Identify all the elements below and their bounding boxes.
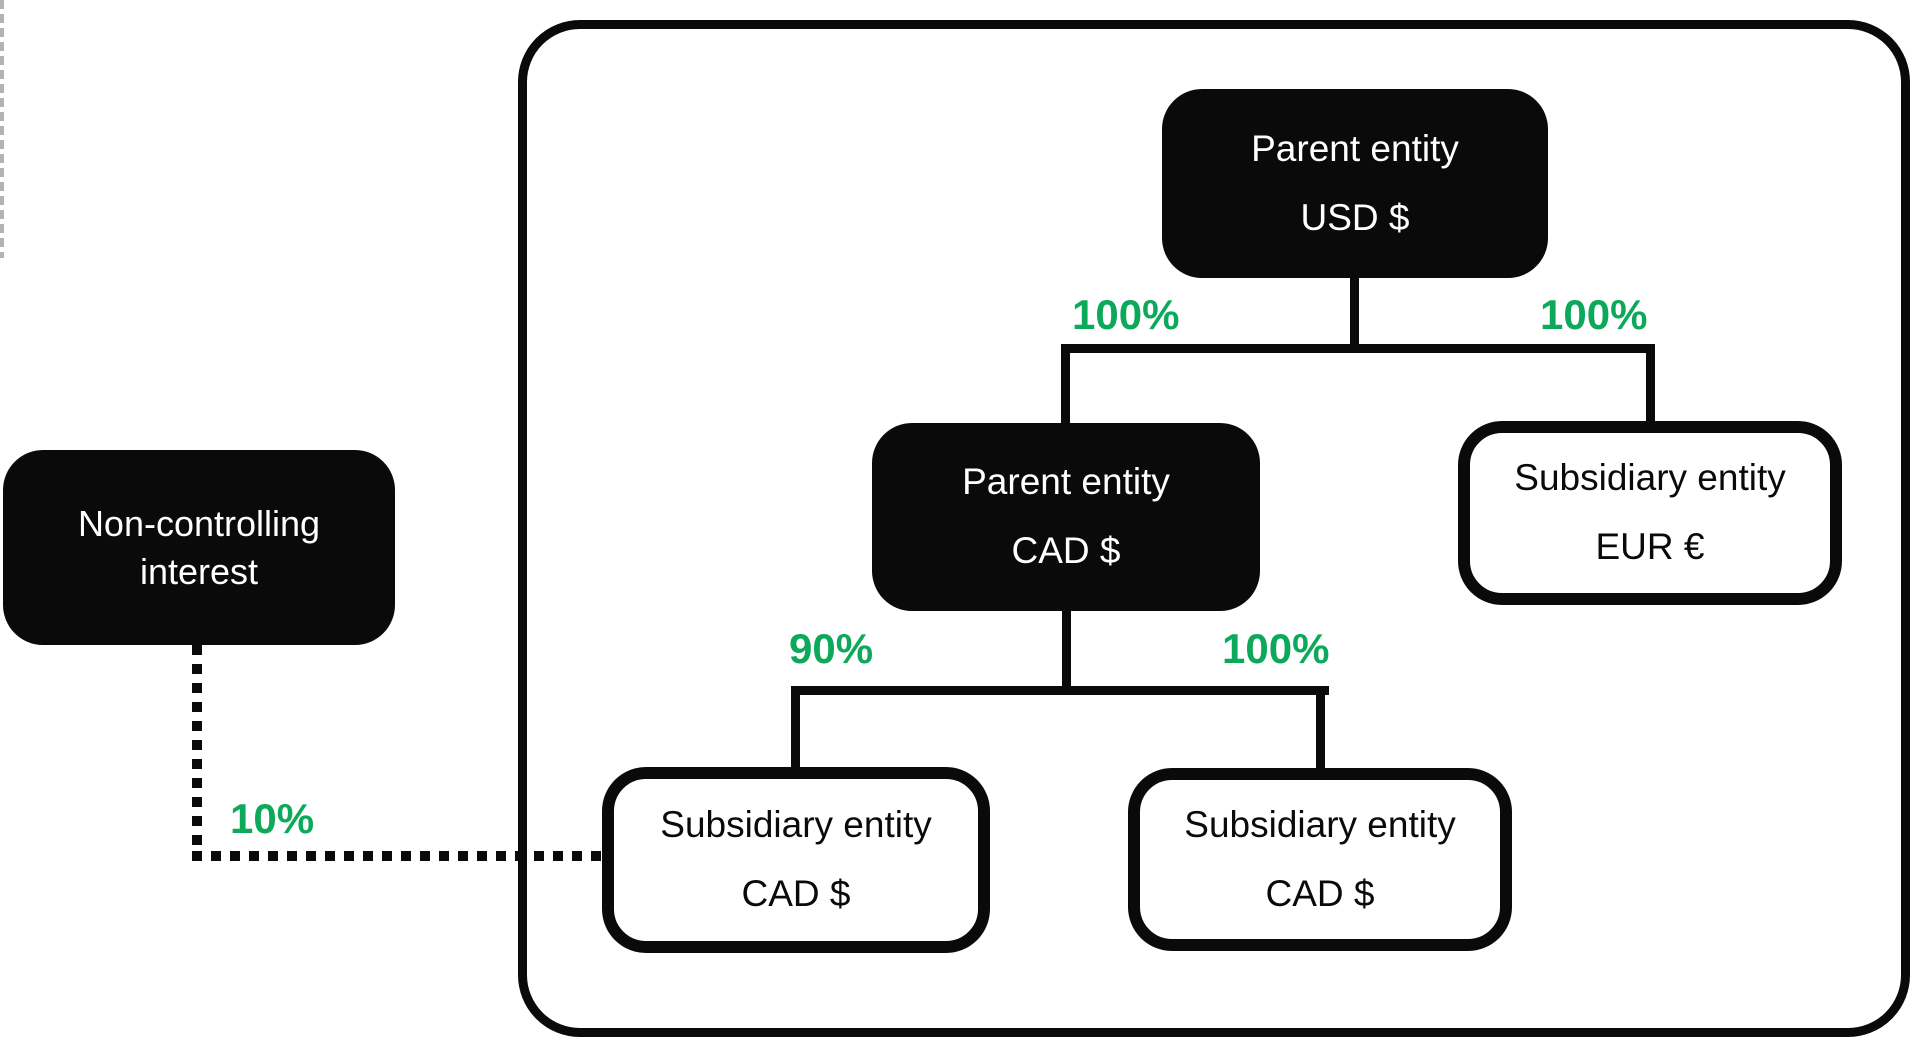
connector-drop-to-sub-eur xyxy=(1646,344,1655,426)
node-currency: EUR € xyxy=(1595,526,1705,567)
node-title-line2: interest xyxy=(139,550,259,592)
node-currency: USD $ xyxy=(1300,196,1410,238)
ownership-label-cad-to-sub-left: 90% xyxy=(789,625,874,672)
connector-drop-to-sub-cad-left xyxy=(791,686,800,772)
node-title: Subsidiary entity xyxy=(1514,457,1786,499)
node-currency: CAD $ xyxy=(741,873,851,914)
ownership-label-nci: 10% xyxy=(230,795,315,842)
node-subsidiary-entity-cad-left: Subsidiary entity CAD $ xyxy=(602,767,990,953)
connector-mid-tee-bar xyxy=(791,686,1329,695)
connector-drop-to-sub-cad-right xyxy=(1316,686,1325,772)
nci-dotted-connector-vertical xyxy=(192,645,202,860)
node-title: Non-controlling xyxy=(77,503,321,545)
consolidated-group-boundary xyxy=(518,20,1910,1037)
connector-parent-cad-stem xyxy=(1062,608,1071,692)
node-non-controlling-interest: Non-controlling interest xyxy=(3,450,395,645)
node-parent-entity-usd: Parent entity USD $ xyxy=(1162,89,1548,278)
node-currency: CAD $ xyxy=(1265,872,1375,914)
node-title: Parent entity xyxy=(962,461,1170,503)
node-title: Parent entity xyxy=(1251,127,1459,169)
connector-top-tee-bar xyxy=(1061,344,1655,353)
node-currency: CAD $ xyxy=(1011,530,1121,571)
connector-parent-usd-stem xyxy=(1350,277,1359,349)
node-title: Subsidiary entity xyxy=(1184,803,1456,845)
node-subsidiary-entity-eur: Subsidiary entity EUR € xyxy=(1458,421,1842,605)
ownership-label-cad-to-sub-right: 100% xyxy=(1222,625,1330,672)
node-subsidiary-entity-cad-right: Subsidiary entity CAD $ xyxy=(1128,768,1512,951)
node-title: Subsidiary entity xyxy=(660,804,932,846)
node-parent-entity-cad: Parent entity CAD $ xyxy=(872,423,1260,611)
ownership-label-usd-to-eur: 100% xyxy=(1540,291,1648,338)
nci-dotted-connector-horizontal xyxy=(192,851,604,861)
page-edge-dashed-line xyxy=(0,0,4,258)
ownership-label-usd-to-cad: 100% xyxy=(1072,291,1180,338)
connector-drop-to-parent-cad xyxy=(1061,344,1070,428)
